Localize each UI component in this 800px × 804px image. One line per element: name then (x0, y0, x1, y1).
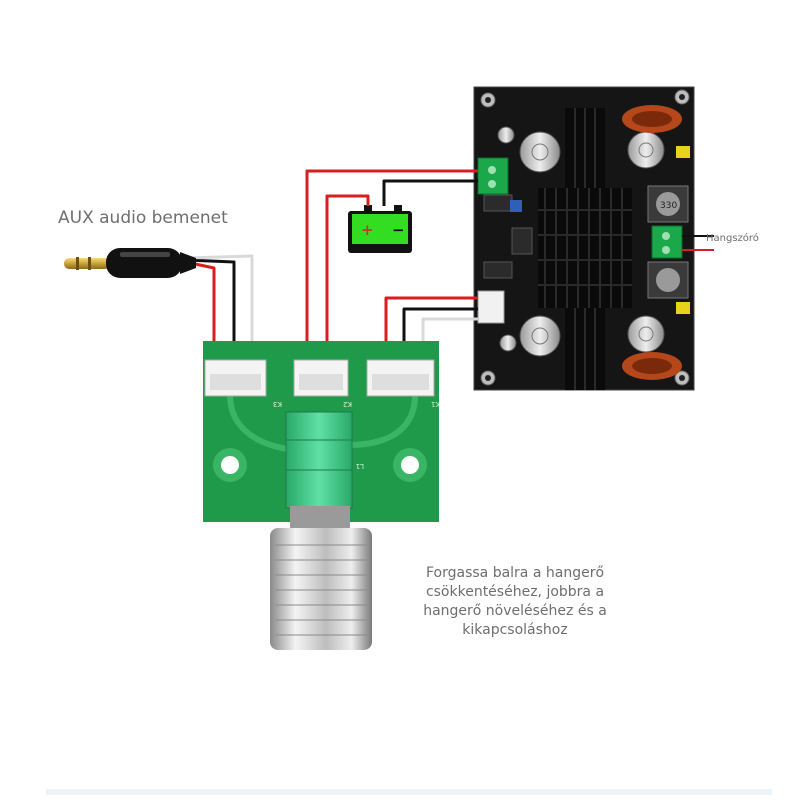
instruction-line: Forgassa balra a hangerő (425, 565, 605, 581)
heatsink (538, 108, 632, 390)
battery-plus-sign: + (361, 221, 374, 239)
choke-marking: 330 (660, 201, 677, 211)
wire-black (382, 179, 478, 206)
volume-instruction: Forgassa balra a hangerő csökkentéséhez,… (395, 564, 635, 640)
choke: 330 (647, 185, 689, 299)
wire-black (185, 258, 236, 362)
power-terminal (477, 157, 509, 195)
wires (185, 169, 714, 362)
wire-red (305, 169, 478, 362)
volume-knob (270, 506, 372, 650)
wire-red (325, 194, 370, 362)
input-connector (477, 290, 505, 324)
connector-k1: K1 (366, 359, 440, 408)
inductor-coil (622, 105, 682, 380)
aux-input-label: AUX audio bemenet (58, 208, 228, 228)
pot-label-l1: L1 (356, 462, 364, 470)
potentiometer: L1 (285, 411, 364, 509)
connector-label-k3: K3 (273, 400, 282, 408)
connector-k3: K3 (204, 359, 282, 408)
speaker-label: Hangszóró (706, 233, 759, 244)
connector-k2: K2 (293, 359, 352, 408)
connector-label-k2: K2 (343, 400, 352, 408)
speaker-terminal (651, 225, 683, 259)
capacitor (497, 126, 665, 357)
wire-white (185, 254, 254, 362)
connector-label-k1: K1 (431, 400, 440, 408)
yellow-capacitor (676, 302, 690, 314)
bottom-divider (46, 789, 772, 795)
aux-jack (64, 248, 196, 278)
volume-control-board: K3 K2 K1 L1 (203, 341, 440, 522)
battery-minus-sign: − (392, 221, 405, 239)
yellow-capacitor (676, 146, 690, 158)
instruction-line: kikapcsoláshoz (462, 622, 568, 638)
amplifier-board: 330 (473, 86, 695, 391)
instruction-line: hangerő növeléséhez és a (423, 603, 607, 619)
wire-red (384, 296, 478, 362)
instruction-line: csökkentéséhez, jobbra a (425, 584, 605, 600)
battery: + − (348, 205, 412, 253)
